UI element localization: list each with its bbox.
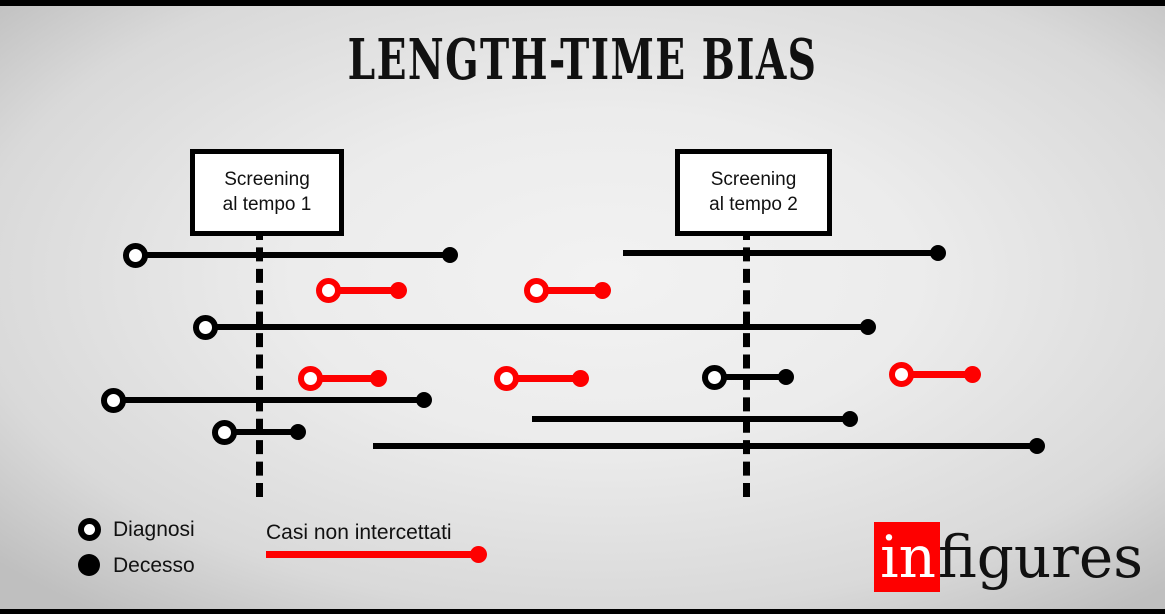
case-line: [623, 250, 938, 256]
legend-diagnosis-label: Diagnosi: [113, 518, 195, 541]
case-line: [714, 374, 786, 380]
screening-box-1-line1: Screening: [224, 168, 310, 190]
case-line: [205, 324, 868, 330]
case-line: [536, 286, 602, 294]
diagnosis-marker-icon: [494, 366, 519, 391]
death-marker-icon: [442, 247, 458, 263]
brand-logo: in figures: [874, 522, 1143, 592]
screening-box-1-line2: al tempo 1: [222, 193, 312, 215]
diagnosis-marker-icon: [193, 315, 218, 340]
diagnosis-marker-icon: [889, 362, 914, 387]
case-line: [901, 370, 972, 378]
death-marker-icon: [860, 319, 876, 335]
case-line: [113, 397, 424, 403]
death-marker-icon: [963, 365, 981, 383]
case-line: [224, 429, 298, 435]
death-marker-icon: [389, 281, 407, 299]
logo-in-mark: in: [874, 522, 941, 592]
screening-box-2: Screening al tempo 2: [675, 149, 832, 236]
screening-box-1: Screening al tempo 1: [190, 149, 344, 236]
case-line: [310, 374, 378, 382]
screening-box-2-line2: al tempo 2: [709, 193, 798, 215]
death-marker-icon: [369, 369, 387, 387]
screening-time-2-line: [743, 226, 750, 497]
legend-missed-label: Casi non intercettati: [266, 521, 452, 544]
legend-death-label: Decesso: [113, 554, 195, 577]
top-edge-bar: [0, 0, 1165, 6]
legend-missed-dot: [470, 546, 487, 563]
death-marker-icon: [930, 245, 946, 261]
diagnosis-marker-icon: [702, 365, 727, 390]
diagnosis-marker-icon: [298, 366, 323, 391]
death-marker-icon: [842, 411, 858, 427]
death-marker-icon: [1029, 438, 1045, 454]
death-marker-icon: [778, 369, 794, 385]
logo-figures-text: figures: [938, 523, 1143, 591]
death-marker-icon: [290, 424, 306, 440]
legend-diagnosis-icon: [78, 518, 101, 541]
case-line: [135, 252, 450, 258]
diagnosis-marker-icon: [101, 388, 126, 413]
case-line: [373, 443, 1037, 449]
legend-death-icon: [78, 554, 100, 576]
case-line: [506, 374, 580, 382]
case-line: [532, 416, 850, 422]
page-title: LENGTH-TIME BIAS: [347, 27, 818, 93]
diagnosis-marker-icon: [212, 420, 237, 445]
bottom-edge-bar: [0, 609, 1165, 614]
death-marker-icon: [416, 392, 432, 408]
diagnosis-marker-icon: [524, 278, 549, 303]
legend-missed-line: [266, 551, 478, 558]
screening-box-2-line1: Screening: [710, 168, 797, 190]
death-marker-icon: [593, 281, 611, 299]
diagnosis-marker-icon: [123, 243, 148, 268]
diagnosis-marker-icon: [316, 278, 341, 303]
case-line: [328, 286, 398, 294]
death-marker-icon: [571, 369, 589, 387]
screening-time-1-line: [256, 226, 263, 497]
